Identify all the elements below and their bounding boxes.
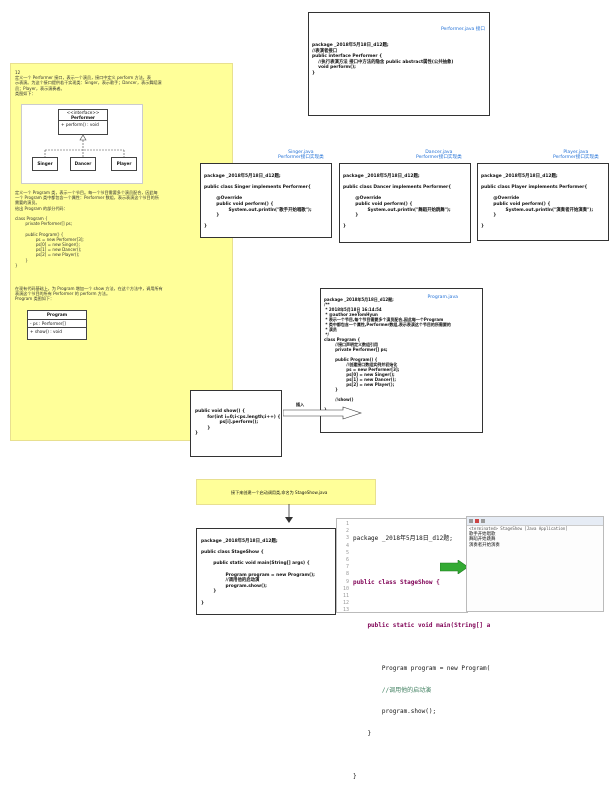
player-caption: Player.java Performer接口实现类	[553, 150, 599, 161]
show-method-box: public void show() { for(int i=0;i<ps.le…	[190, 390, 282, 457]
run-arrow-icon	[440, 560, 469, 574]
singer-caption: Singer.java Performer接口实现类	[278, 150, 324, 161]
singer-class-box: package _2018年5月18日_d12题; public class S…	[200, 163, 332, 238]
dancer-caption: Dancer.java Performer接口实现类	[416, 150, 462, 161]
uml-player: Player	[111, 157, 137, 171]
problem-note: 12 定义一个 Performer 接口，表示一个演员，接口中定义 perfor…	[10, 63, 233, 441]
insert-label: 插入	[296, 402, 305, 407]
console-tool-icon[interactable]	[469, 519, 473, 523]
stage-note: 接下来创建一个启动调用类,命名为 StageShow.java	[196, 479, 376, 505]
ide-line-7: Program program = new Program(	[353, 665, 491, 673]
uml-performer-method: + perform() : void	[61, 122, 99, 127]
stage-note-arrow	[285, 504, 293, 523]
uml-dancer: Dancer	[70, 157, 96, 171]
uml-stereotype: <<interface>>	[66, 110, 100, 115]
performer-caption: Performer.java 接口	[440, 27, 485, 32]
problem-intro: 12 定义一个 Performer 接口，表示一个演员，接口中定义 perfor…	[15, 70, 162, 96]
player-code: package _2018年5月18日_d12题; public class P…	[481, 174, 594, 230]
canvas: { "performer_box": { "caption": "Perform…	[10, 12, 609, 781]
terminate-icon[interactable]	[475, 519, 479, 523]
ide-line-5: public static void main(String[] a	[353, 621, 491, 629]
dancer-code: package _2018年5月18日_d12题; public class D…	[343, 174, 452, 230]
uml-class-diagram: <<interface>> Performer + perform() : vo…	[21, 104, 143, 184]
program-code: package _2018年5月18日_d12题; /** * 2018年5月1…	[324, 297, 451, 412]
console-title: <terminated> StageShow [Java Application…	[469, 526, 568, 531]
ide-line-3: public class StageShow {	[353, 578, 440, 586]
show-code: public void show() { for(int i=0;i<ps.le…	[195, 409, 281, 437]
console-toolbar	[467, 517, 603, 526]
ide-line-8: //调用他的启动演	[353, 686, 432, 694]
ide-line-12: }	[353, 773, 357, 781]
problem-part2: 定义一个 Program 类，表示一个节目。每一个节目需要多个演员配合，因此每 …	[15, 190, 159, 268]
player-class-box: package _2018年5月18日_d12题; public class P…	[477, 163, 609, 241]
ide-line-1: package _2018年5月18日_d12题;	[353, 535, 453, 543]
ide-line-10: }	[353, 729, 372, 737]
ide-line-numbers: 1 2 3 4 5 6 7 8 9 10 11 12 13	[342, 521, 349, 614]
console-output: 歌手开始唱歌 舞蹈开始跳舞 演奏者开始演奏	[469, 532, 500, 548]
stage-note-text: 接下来创建一个启动调用类,命名为 StageShow.java	[231, 490, 328, 495]
uml-arrows	[44, 134, 125, 157]
singer-code: package _2018年5月18日_d12题; public class S…	[204, 174, 312, 230]
uml-performer: <<interface>> Performer + perform() : vo…	[58, 109, 108, 135]
uml-program: Program - ps : Performer[] + show() : vo…	[27, 310, 87, 340]
console-panel: <terminated> StageShow [Java Application…	[466, 516, 604, 612]
stageshow-class-box: package _2018年5月18日_d12题; public class S…	[196, 528, 336, 615]
stageshow-code: package _2018年5月18日_d12题; public class S…	[201, 539, 315, 606]
problem-part3: 在现有代码基础上，为 Program 增加一个 show 方法，在这个方法中，调…	[15, 286, 163, 302]
clear-console-icon[interactable]	[481, 519, 485, 523]
insert-arrow	[283, 406, 362, 420]
ide-line-11	[353, 752, 490, 759]
uml-performer-name: Performer	[70, 115, 95, 120]
uml-singer: Singer	[32, 157, 58, 171]
ide-line-6	[353, 643, 490, 650]
performer-interface-box: Performer.java 接口 package _2018年5月18日_d1…	[308, 12, 490, 116]
dancer-class-box: package _2018年5月18日_d12题; public class D…	[339, 163, 471, 243]
program-caption: Program.java	[427, 295, 458, 300]
performer-code: package _2018年5月18日_d12题; //表演者接口 public…	[312, 43, 454, 76]
ide-line-9: program.show();	[353, 708, 437, 716]
